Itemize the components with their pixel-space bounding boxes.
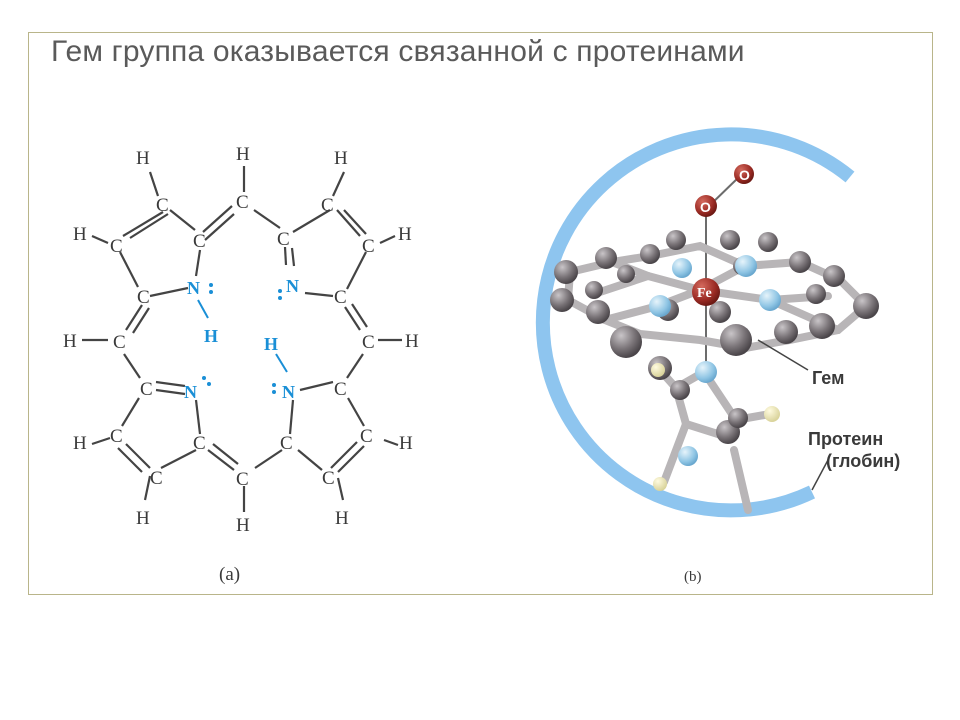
hydrogen-atom: H [73,224,87,245]
carbon-atoms: C C C C C C C C C C C C C C C C C C C C [110,192,375,490]
carbon-atom: C [193,433,206,454]
carbon-atom: C [236,469,249,490]
carbon-atom: C [236,192,249,213]
caption-a: (a) [219,564,240,585]
protein-label: Протеин [808,429,883,449]
hydrogen-atom: H [236,515,250,536]
hydrogen-atom: H [405,331,419,352]
protein-label-sub: (глобин) [826,451,900,471]
oxygen-label: O [700,199,711,215]
carbon-atom: C [360,426,373,447]
nitrogen-atoms: N N N N H H [184,276,299,402]
carbon-atom: C [280,433,293,454]
hydrogen-atom: H [136,508,150,529]
carbon-atoms-3d [550,230,879,444]
iron-atom [692,278,720,306]
carbon-atom: C [334,379,347,400]
hydrogen-atom: H [335,508,349,529]
carbon-atom: C [362,236,375,257]
nitrogen-atoms-3d [649,255,781,466]
nitrogen-atom: N [184,382,197,402]
carbon-atom: C [110,426,123,447]
hydrogen-atom: H [73,433,87,454]
carbon-atom: C [193,231,206,252]
nitrogen-atom: N [286,276,299,296]
oxygen-atom [734,164,754,184]
carbon-atom: C [334,287,347,308]
hydrogen-atom: H [136,148,150,169]
carbon-atom: C [277,229,290,250]
hydrogen-atoms-3d [651,363,780,491]
oxygen-label: O [739,167,750,183]
nh-hydrogen: H [204,326,218,346]
hydrogen-atom: H [334,148,348,169]
hydrogen-atoms: H H H H H H H H H H H H [63,144,419,536]
hydrogen-atom: H [236,144,250,165]
lone-pair-dots [202,283,282,394]
carbon-atom: C [110,236,123,257]
globin-arc [535,127,855,518]
hydrogen-atom: H [399,433,413,454]
carbon-atom: C [156,195,169,216]
protein-callout-line [811,459,829,491]
carbon-atom: C [140,379,153,400]
carbon-atom: C [137,287,150,308]
slide-title: Гем группа оказывается связанной с проте… [51,35,745,68]
carbon-atom: C [150,468,163,489]
oxygen-atom [695,195,717,217]
figure-frame: Гем группа оказывается связанной с проте… [28,32,933,595]
heme-callout-line [757,339,809,371]
carbon-atom: C [362,332,375,353]
heme-label: Гем [812,368,844,388]
hydrogen-atom: H [63,331,77,352]
nitrogen-atom: N [187,278,200,298]
hydrogen-atom: H [398,224,412,245]
carbon-atom: C [322,468,335,489]
carbon-atom: C [321,195,334,216]
iron-label: Fe [697,286,712,301]
bond-lines [82,166,402,512]
nh-hydrogen: H [264,334,278,354]
caption-b: (b) [684,569,702,585]
carbon-atom: C [113,332,126,353]
nitrogen-atom: N [282,382,295,402]
nh-bonds [197,299,288,373]
